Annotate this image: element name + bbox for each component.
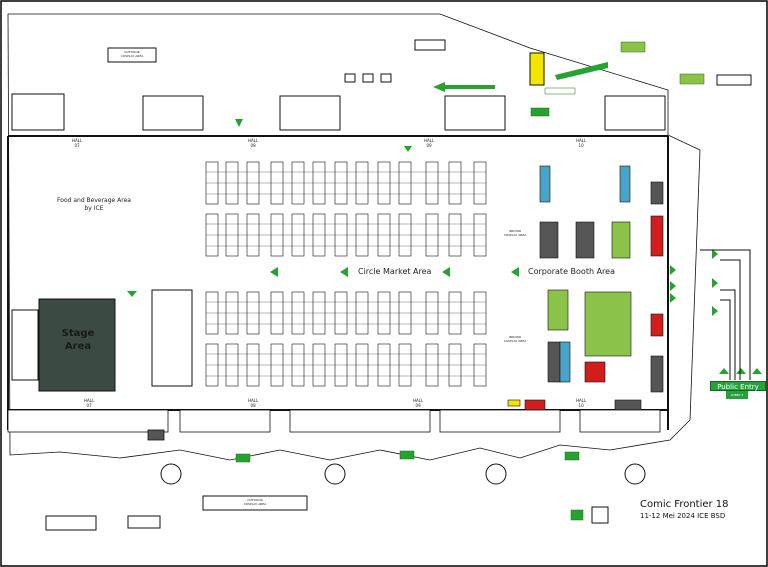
hall-09-bottom: HALL 09 [413, 398, 424, 408]
stage-side-structure [11, 309, 39, 381]
bottom-structures [7, 409, 661, 441]
hall-08-top: HALL 08 [248, 138, 259, 148]
hall-07-top: HALL 07 [72, 138, 83, 148]
direction-arrows [127, 62, 762, 374]
circle-market-tables [205, 161, 487, 387]
public-entry-sign: Public Entry [710, 381, 766, 391]
outdoor-cosplay-bottom-label: OUTDOOR COSPLAY AREA [243, 498, 267, 506]
hall-08-bottom: HALL 08 [248, 398, 259, 408]
indoor-cosplay-label-2: INDOOR COSPLAY AREA [503, 335, 527, 343]
stage-area [38, 298, 116, 392]
food-beverage-label: Food and Beverage Area by ICE [57, 197, 131, 212]
event-subtitle: 11-12 Mei 2024 ICE BSD [640, 512, 726, 520]
side-table-block [151, 289, 193, 387]
entrance-columns [160, 463, 646, 485]
corporate-booths [507, 165, 664, 411]
hall-07-bottom: HALL 07 [84, 398, 95, 408]
stage-area-label: Stage Area [61, 328, 95, 352]
top-structures [11, 39, 752, 531]
corporate-booth-label: Corporate Booth Area [528, 267, 615, 276]
event-title: Comic Frontier 18 [640, 499, 729, 510]
hall-09-top: HALL 09 [424, 138, 435, 148]
circle-market-label: Circle Market Area [358, 267, 432, 276]
indoor-cosplay-label-1: INDOOR COSPLAY AREA [503, 229, 527, 237]
outdoor-cosplay-top-label: OUTDOOR COSPLAY AREA [120, 50, 144, 58]
public-entry-sub-sign: LOBBY 5 [726, 391, 748, 399]
entry-lanes [700, 249, 751, 380]
hall-10-bottom: HALL 10 [576, 398, 587, 408]
hall-10-top: HALL 10 [576, 138, 587, 148]
